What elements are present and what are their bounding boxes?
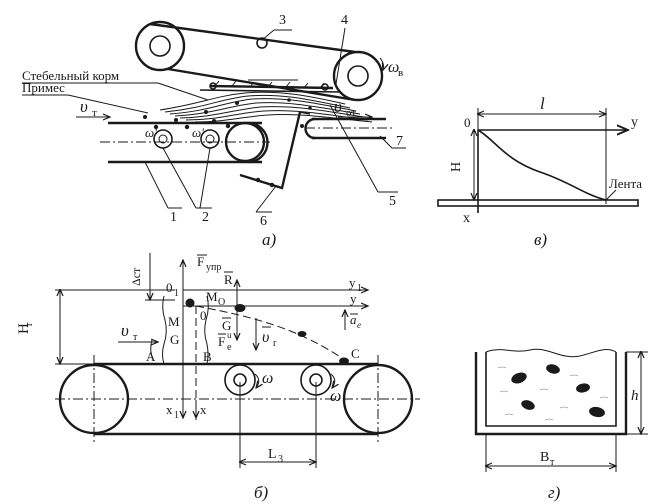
label-0: 0 bbox=[200, 308, 207, 323]
panel-v-caption: в) bbox=[534, 230, 547, 249]
label-part-4: 4 bbox=[341, 13, 348, 28]
label-x: x bbox=[200, 402, 207, 417]
panel-b-dynamics: F упр R Δст 0 1 M O y 1 y H т M 0 G G υ … bbox=[16, 253, 420, 502]
label-impurity: Примес bbox=[22, 80, 65, 95]
upper-belt bbox=[134, 20, 384, 102]
label-lenta: Лента bbox=[609, 176, 642, 191]
label-stem-feed: Стебельный корм bbox=[22, 68, 119, 83]
label-l: l bbox=[540, 94, 545, 113]
label-part-3: 3 bbox=[279, 13, 286, 28]
label-B-t: B bbox=[540, 450, 549, 465]
panel-a-machine: Стебельный корм Примес υ т υ от ω в ω' ω… bbox=[22, 13, 406, 249]
label-H-t-sub: т bbox=[24, 322, 35, 327]
label-omega-b1: ω bbox=[262, 370, 273, 387]
label-L3-sub: 3 bbox=[278, 454, 283, 465]
label-F-e: F bbox=[218, 334, 225, 349]
label-omega-b-sub: в bbox=[398, 67, 403, 79]
label-x1-sub: 1 bbox=[174, 410, 179, 421]
label-M-O: M bbox=[206, 289, 218, 304]
label-B: B bbox=[203, 349, 212, 364]
lower-conveyor bbox=[100, 115, 270, 164]
label-y-v: y bbox=[631, 115, 638, 130]
leader-lines bbox=[22, 27, 406, 213]
label-part-6: 6 bbox=[260, 214, 267, 229]
label-G-vec: G bbox=[222, 318, 231, 333]
label-M-O-sub: O bbox=[218, 297, 225, 308]
label-v-r-sub: r bbox=[273, 338, 277, 349]
label-part-5: 5 bbox=[389, 194, 396, 209]
panel-b-caption: б) bbox=[254, 483, 269, 502]
label-0-1: 0 bbox=[166, 280, 173, 295]
label-y1-sub: 1 bbox=[357, 283, 362, 294]
panel-g-caption: г) bbox=[548, 483, 561, 502]
label-omega-b2: ω bbox=[330, 388, 341, 405]
panel-v-profile: l 0 y H x Лента в) bbox=[437, 94, 642, 249]
label-v-r: υ bbox=[262, 329, 269, 346]
label-B-t-sub: т bbox=[550, 457, 555, 468]
label-h: h bbox=[631, 388, 639, 404]
label-F-e-sup: u bbox=[227, 330, 232, 340]
label-v-t: υ bbox=[80, 97, 88, 116]
label-A: A bbox=[146, 349, 156, 364]
label-R: R bbox=[224, 272, 233, 287]
label-a-e-sub: e bbox=[357, 320, 361, 330]
label-omega-b: ω bbox=[388, 59, 399, 76]
label-part-2: 2 bbox=[202, 210, 209, 225]
label-part-1: 1 bbox=[170, 210, 177, 225]
label-v-t-b: υ bbox=[121, 321, 129, 340]
label-origin-v: 0 bbox=[464, 115, 471, 130]
panel-g-crosssection: h B т г) bbox=[474, 348, 648, 502]
label-x1: x bbox=[166, 402, 173, 417]
label-C: C bbox=[351, 346, 360, 361]
label-v-ot-sub: от bbox=[346, 107, 356, 119]
label-x-v: x bbox=[463, 211, 470, 226]
label-v-t-b-sub: т bbox=[133, 332, 138, 343]
label-H-t: H bbox=[16, 323, 32, 334]
stem-feed-fibres bbox=[159, 91, 373, 123]
impurity-particles bbox=[511, 364, 605, 418]
label-y1: y bbox=[349, 275, 356, 290]
label-omega-2: ω' bbox=[192, 125, 204, 140]
label-F-upr-sub: упр bbox=[206, 262, 221, 273]
label-omega-1: ω' bbox=[145, 125, 157, 140]
label-F-upr: F bbox=[197, 254, 204, 269]
label-L3: L bbox=[268, 447, 277, 462]
label-v-ot: υ bbox=[334, 97, 342, 116]
label-y: y bbox=[350, 291, 357, 306]
label-part-7: 7 bbox=[396, 134, 403, 149]
label-v-t-sub: т bbox=[92, 107, 97, 119]
label-H: H bbox=[449, 162, 464, 172]
label-a-e: a bbox=[350, 312, 357, 327]
label-F-e-sub: e bbox=[227, 342, 232, 353]
label-delta-st: Δст bbox=[129, 267, 143, 286]
label-M: M bbox=[168, 314, 180, 329]
outlet-conveyor bbox=[239, 111, 392, 190]
panel-a-caption: а) bbox=[262, 230, 277, 249]
label-G: G bbox=[170, 332, 179, 347]
label-0-1-sub: 1 bbox=[174, 288, 179, 299]
